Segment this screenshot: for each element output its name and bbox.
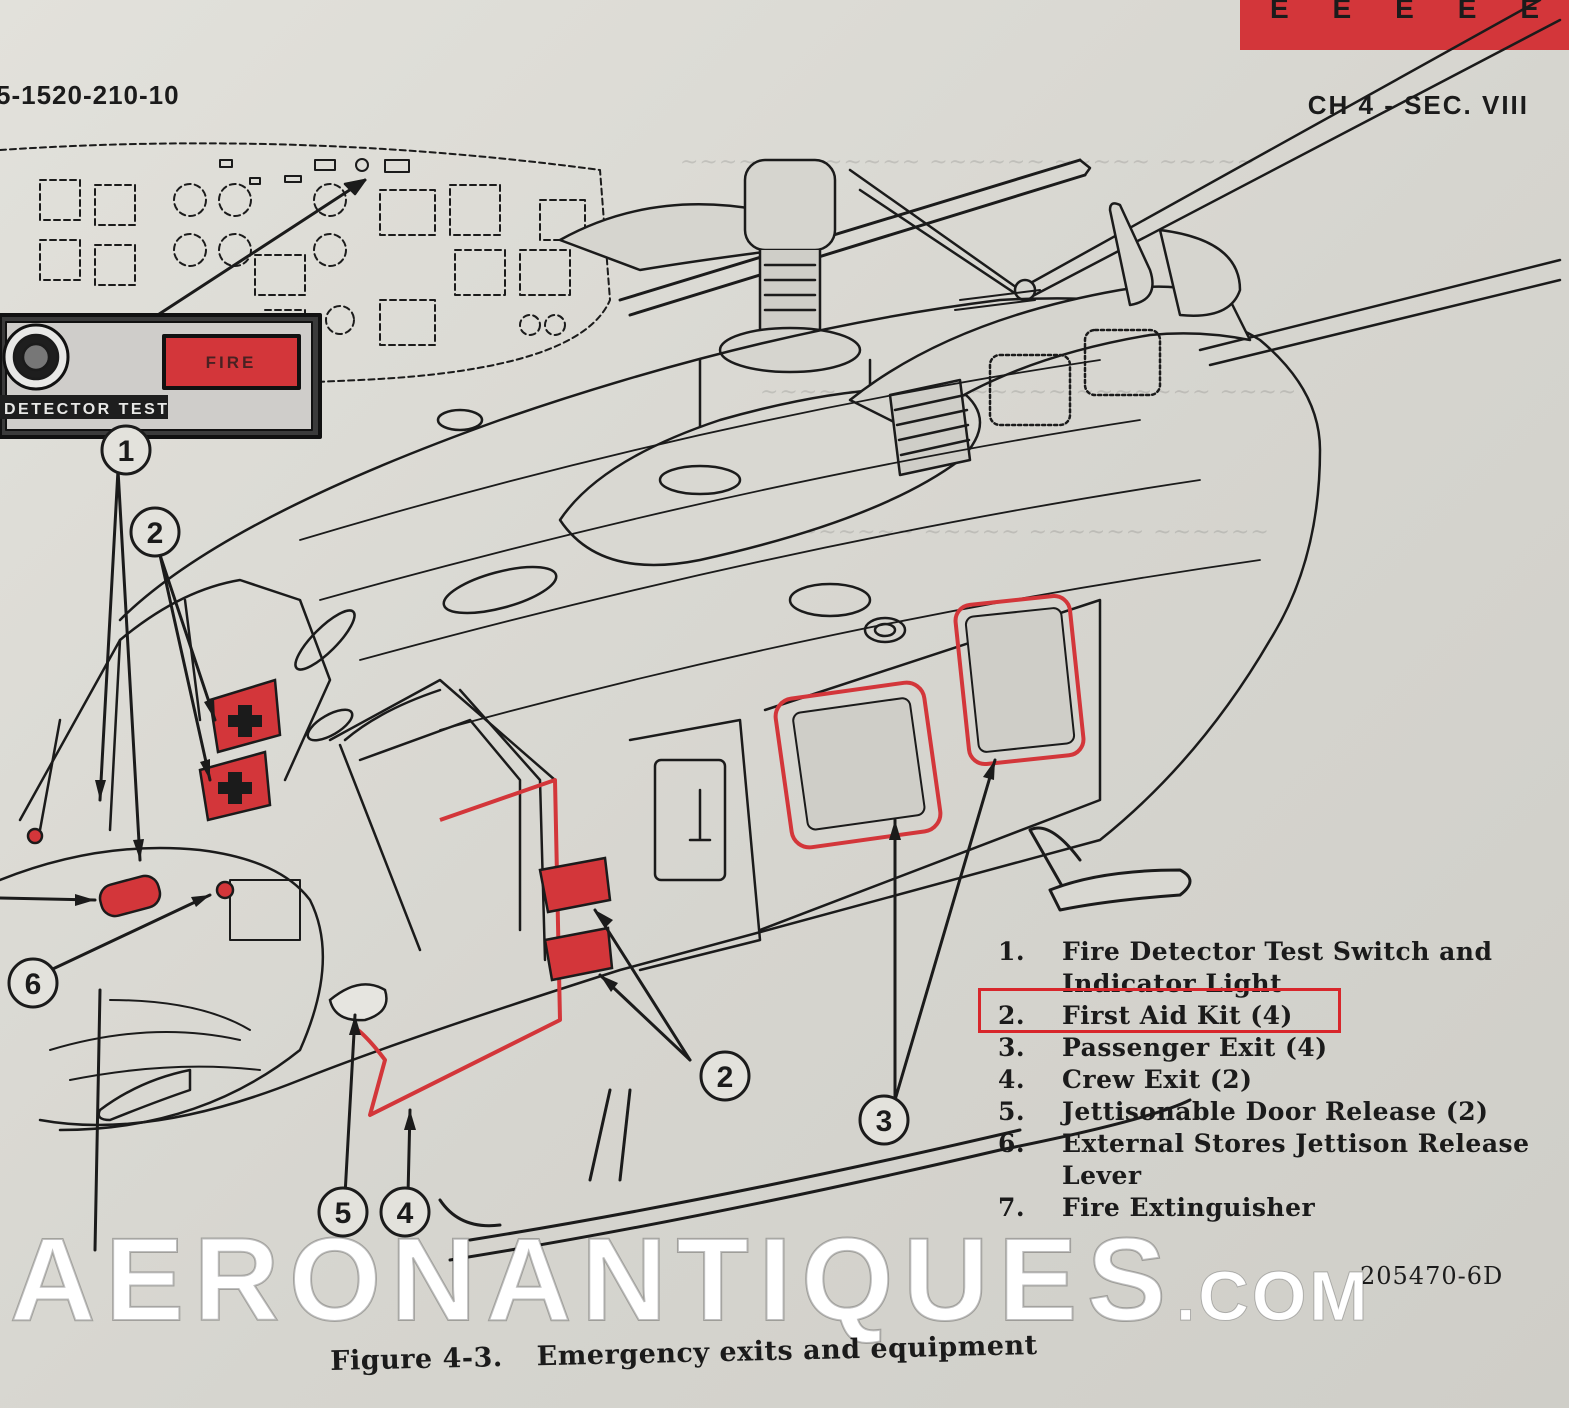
caption-number: Figure 4-3. xyxy=(330,1342,504,1377)
legend-number: 4. xyxy=(998,1065,1026,1094)
legend-item: 5. Jettisonable Door Release (2) xyxy=(998,1096,1532,1128)
first-aid-kit xyxy=(198,750,272,822)
watermark: AERONANTIQUES.COM xyxy=(9,1212,1371,1348)
legend-text: Passenger Exit (4) xyxy=(1062,1033,1328,1062)
figure-code: 205470-6D xyxy=(1360,1262,1504,1290)
cockpit-frame xyxy=(0,578,557,1252)
fire-indicator-label: FIRE xyxy=(206,353,257,372)
edge-tab-letter: E xyxy=(1395,0,1414,24)
legend-list: 1. Fire Detector Test Switch and Indicato… xyxy=(998,936,1532,1224)
callout-1-label: 1 xyxy=(118,435,135,468)
cabin-doors xyxy=(628,598,1102,972)
passenger-exit-outline xyxy=(953,594,1086,767)
callout-6-circle xyxy=(7,957,59,1009)
edge-tab-letter: E xyxy=(1332,0,1352,24)
callout-5-circle xyxy=(317,1186,369,1238)
callout-5-label: 5 xyxy=(335,1197,352,1230)
first-aid-kit xyxy=(543,926,614,982)
callout-2-label: 2 xyxy=(147,517,164,550)
callout-2-label: 2 xyxy=(717,1061,734,1094)
legend-item: 1. Fire Detector Test Switch and Indicato… xyxy=(998,936,1532,1000)
fuselage xyxy=(38,202,1322,1127)
legend-highlight-box xyxy=(978,988,1341,1033)
crew-exit-outline xyxy=(356,778,562,1117)
legend-item: 7. Fire Extinguisher xyxy=(998,1192,1532,1224)
fire-indicator-light xyxy=(162,334,301,390)
edge-tab-letter: E xyxy=(1457,0,1477,24)
legend-number: 2. xyxy=(998,1001,1026,1030)
rotor-head xyxy=(558,0,1562,432)
legend-number: 1. xyxy=(998,937,1026,966)
jettison-release-lever xyxy=(215,880,235,900)
watermark-main: AERONANTIQUES xyxy=(9,1213,1176,1347)
callout-2-circle xyxy=(129,506,181,558)
legend-item: 3. Passenger Exit (4) xyxy=(998,1032,1532,1064)
callout-2-circle xyxy=(699,1050,751,1102)
detector-test-label: DETECTOR TEST xyxy=(4,401,170,418)
fire-extinguisher xyxy=(98,874,162,918)
legend-number: 7. xyxy=(998,1193,1026,1222)
callout-3-label: 3 xyxy=(876,1105,893,1138)
jettisonable-door-release xyxy=(328,983,388,1022)
first-aid-kit xyxy=(538,856,612,914)
legend-text: Crew Exit (2) xyxy=(1062,1065,1253,1094)
landing-skid xyxy=(438,826,1192,1262)
legend-number: 3. xyxy=(998,1033,1026,1062)
edge-tab-letter: E xyxy=(1269,0,1289,24)
callout-3-circle xyxy=(858,1094,910,1146)
legend-text: First Aid Kit (4) xyxy=(1062,1001,1293,1030)
legend-text: Jettisonable Door Release (2) xyxy=(1062,1097,1489,1126)
callout-1-circle xyxy=(100,424,152,476)
legend-text: External Stores Jettison Release Lever xyxy=(1062,1129,1530,1190)
legend-text: Fire Extinguisher xyxy=(1062,1193,1316,1222)
legend-item: 2. First Aid Kit (4) xyxy=(998,1000,1532,1032)
legend-item: 6. External Stores Jettison Release Lever xyxy=(998,1128,1532,1192)
first-aid-kit xyxy=(208,678,282,754)
callout-4-circle xyxy=(379,1186,431,1238)
legend-number: 5. xyxy=(998,1097,1026,1126)
watermark-suffix: .COM xyxy=(1175,1257,1371,1336)
callout-6-label: 6 xyxy=(25,968,42,1001)
legend-text: Fire Detector Test Switch and Indicator … xyxy=(1062,937,1493,998)
callout-4-label: 4 xyxy=(397,1197,414,1230)
legend-number: 6. xyxy=(998,1129,1026,1158)
legend-item: 4. Crew Exit (2) xyxy=(998,1064,1532,1096)
passenger-exit-outline xyxy=(773,680,943,850)
edge-tab-letter: E xyxy=(1520,0,1540,24)
bleed-through-text: ~~~~~~~~ ~~~~~ ~~~~~~ ~~~~~~ xyxy=(760,520,1270,545)
edge-index-tab: E E E E E xyxy=(1240,0,1569,50)
document-number: 5-1520-210-10 xyxy=(0,80,180,110)
